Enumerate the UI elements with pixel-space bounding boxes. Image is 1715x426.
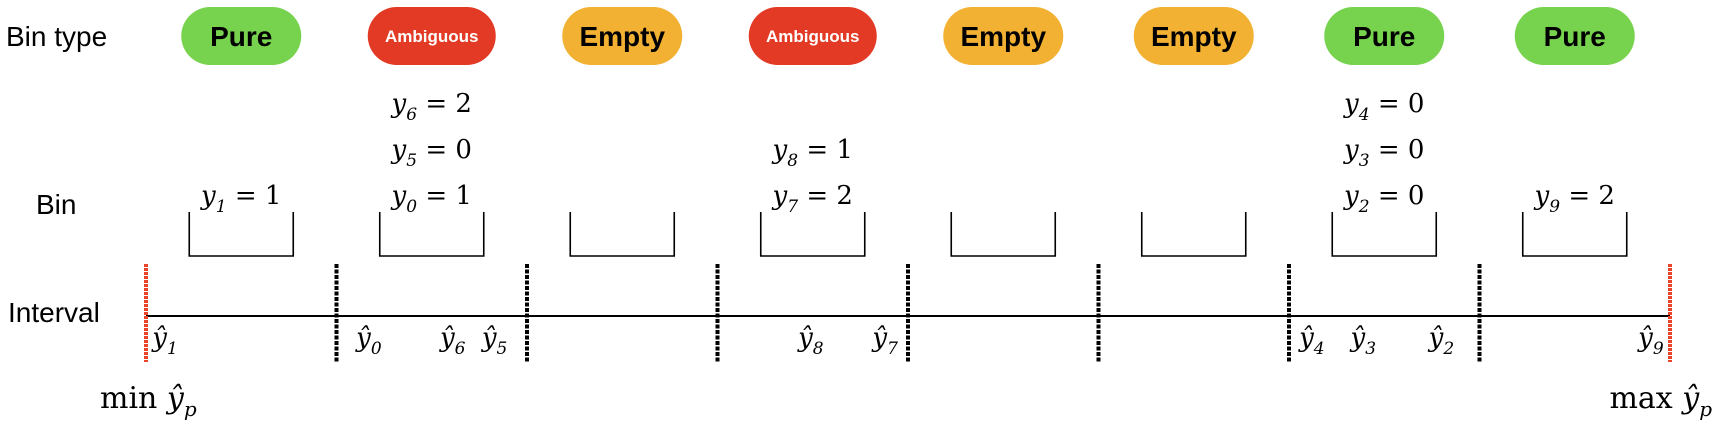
bin-label: y6 = 2 bbox=[391, 89, 472, 125]
prediction-label-6: ŷ6 bbox=[439, 323, 466, 359]
bin-type-label: Pure bbox=[1353, 21, 1415, 52]
bin-bracket bbox=[569, 212, 676, 257]
bin-bracket bbox=[1331, 212, 1438, 257]
prediction-label-4: ŷ4 bbox=[1298, 323, 1325, 359]
bin-bracket bbox=[1140, 212, 1247, 257]
prediction-label-5: ŷ5 bbox=[481, 323, 508, 359]
bin-type-label: Pure bbox=[1544, 21, 1606, 52]
bin-label: y9 = 2 bbox=[1534, 181, 1615, 217]
bin-bracket bbox=[378, 212, 485, 257]
bin-5: Empty bbox=[943, 7, 1064, 257]
bin-type-label: Empty bbox=[960, 21, 1046, 52]
bin-type-pill-ambiguous bbox=[367, 7, 496, 65]
min-label: min ŷp bbox=[100, 381, 197, 421]
prediction-label-8: ŷ8 bbox=[797, 323, 824, 359]
bin-bracket bbox=[950, 212, 1057, 257]
bin-label: y4 = 0 bbox=[1343, 89, 1424, 125]
prediction-label-2: ŷ2 bbox=[1428, 323, 1455, 359]
bin-label: y5 = 0 bbox=[391, 135, 472, 171]
bin-bracket bbox=[759, 212, 866, 257]
bin-type-label: Pure bbox=[210, 21, 272, 52]
bin-4: Ambiguous y8 = 1 y7 = 2 bbox=[748, 7, 877, 257]
bin-type-pill-empty bbox=[1133, 7, 1254, 65]
bin-type-pill-pure bbox=[1514, 7, 1635, 65]
row-label-bin-type: Bin type bbox=[6, 21, 107, 52]
bin-type-pill-ambiguous bbox=[748, 7, 877, 65]
bin-type-pill-empty bbox=[562, 7, 683, 65]
prediction-label-3: ŷ3 bbox=[1350, 323, 1377, 359]
bin-label: y1 = 1 bbox=[200, 181, 281, 217]
prediction-label-7: ŷ7 bbox=[871, 323, 898, 359]
bin-type-pill-pure bbox=[1324, 7, 1445, 65]
bin-type-pill-empty bbox=[943, 7, 1064, 65]
bin-type-pill-pure bbox=[181, 7, 302, 65]
bin-8: Pure y9 = 2 bbox=[1514, 7, 1635, 257]
bin-3: Empty bbox=[562, 7, 683, 257]
bin-bracket bbox=[188, 212, 295, 257]
max-label: max ŷp bbox=[1609, 381, 1712, 421]
bin-type-label: Empty bbox=[579, 21, 665, 52]
bin-label: y8 = 1 bbox=[772, 135, 853, 171]
bin-2: Ambiguous y6 = 2 y5 = 0 y0 = 1 bbox=[367, 7, 496, 257]
bin-label: y2 = 0 bbox=[1343, 181, 1424, 217]
bin-type-label: Empty bbox=[1151, 21, 1237, 52]
prediction-label-9: ŷ9 bbox=[1637, 323, 1664, 359]
bin-label: y3 = 0 bbox=[1343, 135, 1424, 171]
row-label-bin: Bin bbox=[36, 189, 76, 220]
row-label-interval: Interval bbox=[8, 297, 100, 328]
bin-label: y7 = 2 bbox=[772, 181, 853, 217]
bin-bracket bbox=[1521, 212, 1628, 257]
bin-7: Pure y4 = 0 y3 = 0 y2 = 0 bbox=[1324, 7, 1445, 257]
prediction-label-1: ŷ1 bbox=[151, 323, 178, 359]
bin-type-label: Ambiguous bbox=[385, 27, 479, 46]
bin-6: Empty bbox=[1133, 7, 1254, 257]
bin-1: Pure y1 = 1 bbox=[181, 7, 302, 257]
bin-label: y0 = 1 bbox=[391, 181, 472, 217]
prediction-label-0: ŷ0 bbox=[355, 323, 382, 359]
bin-type-label: Ambiguous bbox=[766, 27, 860, 46]
